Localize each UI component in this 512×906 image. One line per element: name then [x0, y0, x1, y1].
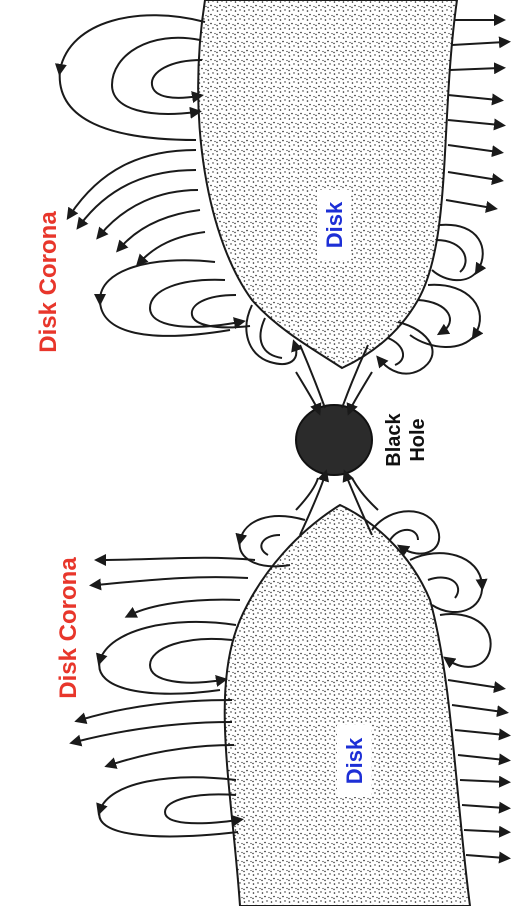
black-hole — [296, 405, 372, 475]
label-black: Black — [383, 412, 405, 466]
label-disk-top: Disk — [322, 201, 347, 248]
label-hole: Hole — [407, 418, 429, 461]
disk-top — [198, 0, 457, 368]
label-disk-corona-bottom: Disk Corona — [55, 557, 82, 699]
label-disk-corona-top: Disk Corona — [35, 211, 62, 353]
label-disk-bottom: Disk — [342, 737, 367, 784]
